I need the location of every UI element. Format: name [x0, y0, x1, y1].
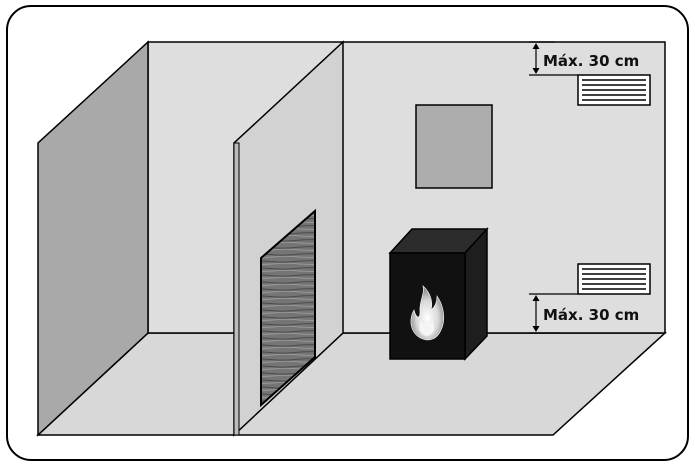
lower-clearance-dimension [529, 293, 578, 334]
wood-stove [388, 227, 489, 361]
upper-clearance-dimension [529, 41, 578, 76]
upper-clearance-label: Máx. 30 cm [543, 52, 639, 70]
up-down-arrow-icon [532, 295, 540, 332]
wall-window [415, 104, 493, 189]
wooden-door [260, 208, 316, 408]
stove-side [464, 227, 488, 361]
left-side-wall [37, 40, 149, 437]
fire-icon [410, 285, 445, 341]
lower-vent-grille-icon [577, 263, 651, 295]
partition-wall-edge [233, 142, 240, 436]
lower-clearance-label: Máx. 30 cm [543, 306, 639, 324]
upper-vent-grille-icon [577, 74, 651, 106]
up-down-arrow-icon [532, 43, 540, 74]
